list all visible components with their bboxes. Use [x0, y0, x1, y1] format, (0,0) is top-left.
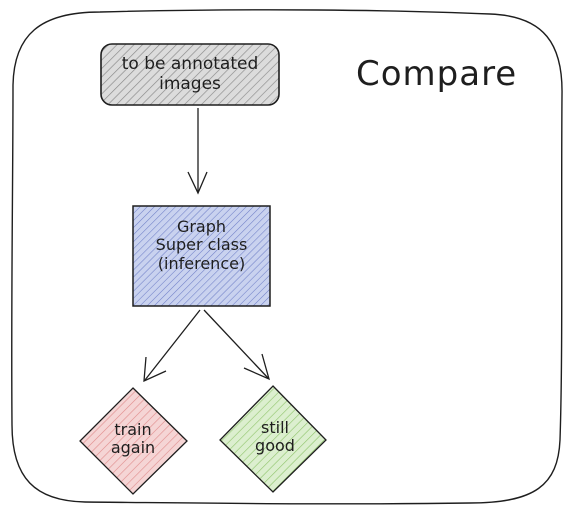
diagram-title: Compare — [356, 54, 518, 94]
outer-frame — [11, 9, 563, 505]
node-train-again — [79, 387, 188, 495]
edge-graph-to-still-good — [203, 309, 269, 379]
arrowhead-images-to-graph — [187, 171, 208, 195]
node-graph-super-class-label: Graph Super class (inference) — [155, 217, 248, 273]
node-annotated-images — [100, 43, 280, 106]
node-train-again-label: train again — [110, 420, 156, 458]
node-annotated-images-label: to be annotated images — [121, 54, 259, 94]
arrowhead-graph-to-train-again — [143, 356, 167, 383]
arrowhead-graph-to-still-good — [243, 353, 270, 381]
node-graph-super-class — [132, 205, 271, 307]
edge-graph-to-train-again — [144, 309, 201, 381]
node-still-good-label: still good — [255, 418, 295, 456]
node-still-good — [219, 385, 327, 493]
